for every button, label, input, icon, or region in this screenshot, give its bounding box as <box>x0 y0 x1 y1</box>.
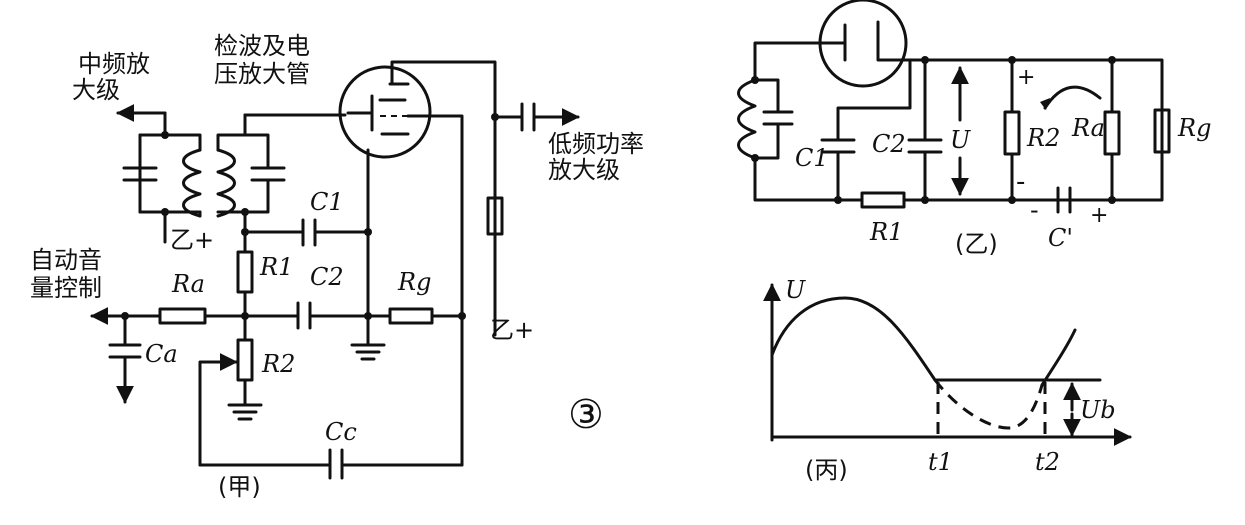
plate-load-resistor <box>486 196 504 236</box>
capacitor-c1 <box>820 58 912 202</box>
primary-capacitor-leads <box>138 133 202 214</box>
wire <box>753 41 827 82</box>
panel-a-circuit: 中频放 大级 乙+ 检波及电 压放大管 <box>30 32 644 501</box>
agc-label-line2: 量控制 <box>30 274 102 302</box>
ub-label: Ub <box>1080 396 1116 424</box>
panel-b-circuit: C1 R1 C2 U R2 + - Ra Rg C' <box>737 0 1211 258</box>
resistor-rg <box>388 307 434 325</box>
label-r2: R2 <box>261 350 295 378</box>
node <box>364 228 372 236</box>
label-c-prime: C' <box>1048 224 1073 252</box>
tube-label-line1: 检波及电 <box>214 32 310 60</box>
output-capacitor <box>493 102 577 132</box>
current-arrow <box>1043 85 1102 110</box>
resistor-ra <box>158 307 207 325</box>
grid-wire <box>406 114 464 467</box>
label-cc: Cc <box>325 418 357 446</box>
t2-label: t2 <box>1035 448 1060 476</box>
resistor-r1 <box>860 191 906 209</box>
signal-curve-rise <box>1040 328 1077 387</box>
capacitor-ca <box>108 314 142 400</box>
ground-symbol <box>350 343 386 361</box>
wire <box>753 156 864 202</box>
secondary-coil <box>216 148 236 218</box>
detector-tube-envelope <box>338 65 432 159</box>
capacitor-c2 <box>243 301 370 330</box>
diode-cathode <box>823 23 847 62</box>
node <box>161 131 169 139</box>
capacitor-c2 <box>907 58 943 202</box>
primary-tank-wire <box>138 133 202 214</box>
label-u: U <box>950 126 971 154</box>
if-stage-label-line1: 中频放 <box>78 50 150 78</box>
current-arrowhead <box>1040 98 1050 110</box>
potentiometer-wiper <box>198 360 234 467</box>
minus-mid: - <box>1016 167 1025 197</box>
label-rg: Rg <box>1177 114 1211 142</box>
tank-capacitor <box>753 78 794 160</box>
label-r1: R1 <box>869 218 903 246</box>
minus-bottom: - <box>1030 196 1039 224</box>
panel-c-graph: U Ub t1 t2 (丙) <box>763 276 1132 484</box>
figure-number: ③ <box>568 392 604 438</box>
label-ra: Ra <box>171 270 205 298</box>
if-stage-label-line2: 大级 <box>72 76 120 104</box>
plus-top: + <box>1017 65 1035 90</box>
caption-a: (甲) <box>218 473 261 501</box>
b-plus-left: 乙+ <box>170 226 214 254</box>
label-r1: R1 <box>259 253 293 281</box>
label-rg: Rg <box>397 268 431 296</box>
signal-curve-dashed <box>933 379 1044 430</box>
primary-coil <box>182 148 202 218</box>
resistor-rg <box>1153 108 1171 154</box>
label-ca: Ca <box>145 340 178 368</box>
ground-symbol <box>227 403 263 421</box>
label-ra: Ra <box>1071 114 1105 142</box>
signal-curve-solid <box>770 296 937 382</box>
resistor-r2 <box>236 338 254 382</box>
secondary-tank-wire <box>216 133 270 214</box>
node <box>834 196 842 204</box>
plus-bottom: + <box>1090 203 1108 228</box>
t1-label: t1 <box>928 448 953 476</box>
caption-b: (乙) <box>955 230 998 258</box>
label-c1: C1 <box>310 188 344 216</box>
af-stage-label-line2: 放大级 <box>548 156 620 184</box>
diode-plate <box>876 20 907 62</box>
node <box>458 312 466 320</box>
capacitor-cc <box>198 448 464 480</box>
label-r2: R2 <box>1026 124 1060 152</box>
resistor-ra <box>1103 110 1121 156</box>
capacitor-c1 <box>243 218 370 247</box>
resistor-r2 <box>1003 110 1021 156</box>
u-axis-label: U <box>785 276 806 304</box>
tank-coil <box>737 78 757 160</box>
agc-label-line1: 自动音 <box>30 246 102 274</box>
caption-c: (丙) <box>805 456 848 484</box>
capacitor-c-prime <box>923 186 1114 214</box>
label-c2: C2 <box>310 263 344 291</box>
label-c1: C1 <box>795 144 829 172</box>
af-stage-label-line1: 低频功率 <box>548 130 644 158</box>
label-c2: C2 <box>872 130 906 158</box>
b-plus-right: 乙+ <box>490 316 534 344</box>
resistor-r1 <box>236 250 254 294</box>
tube-label-line2: 压放大管 <box>214 60 310 88</box>
